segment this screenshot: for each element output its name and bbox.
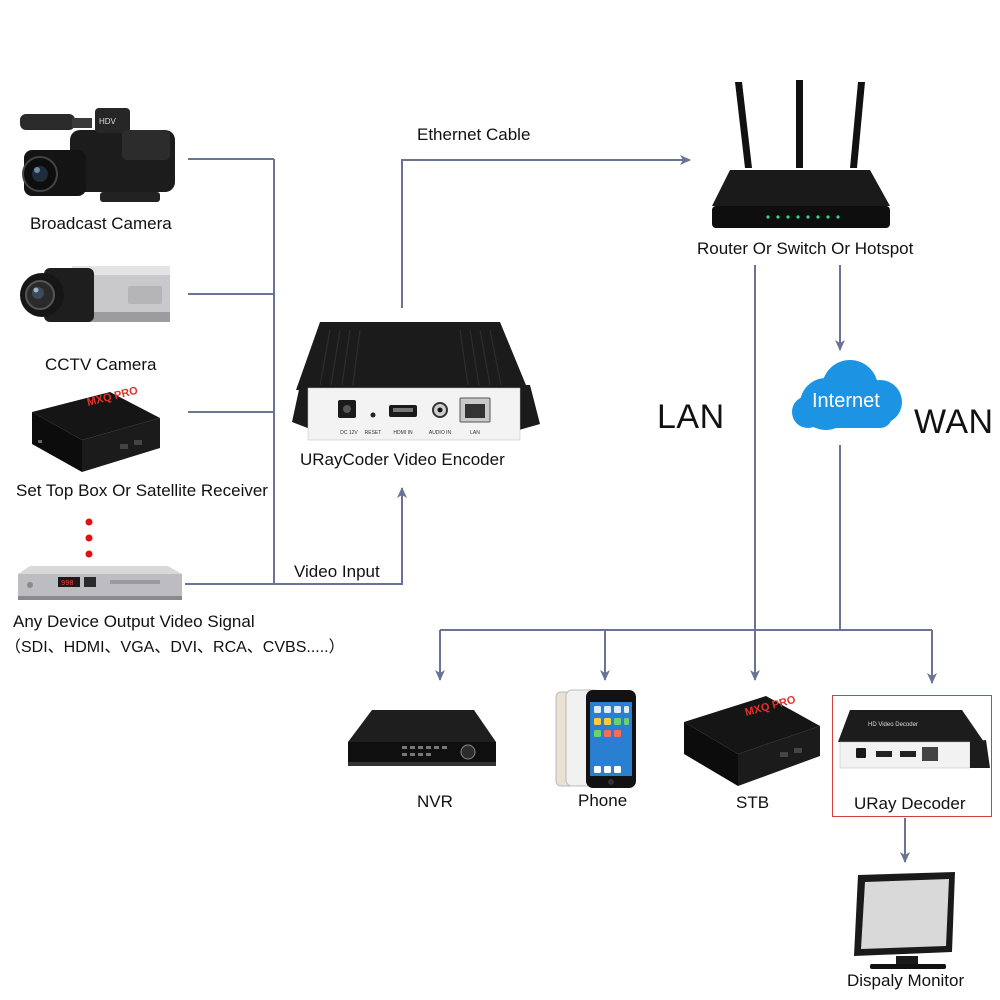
encoder-port-audio: AUDIO IN — [429, 430, 452, 436]
cctv-camera-icon — [20, 266, 170, 322]
connector-lines — [185, 155, 937, 863]
wan-label: WAN — [914, 403, 994, 441]
nvr-label: NVR — [417, 792, 453, 811]
decoder-highlight-frame — [832, 695, 992, 817]
any-device-label: Any Device Output Video Signal — [13, 612, 255, 631]
camera-badge-text: HDV — [99, 117, 117, 126]
any-device-formats-label: （SDI、HDMI、VGA、DVI、RCA、CVBS.....） — [5, 639, 345, 656]
decoder-device-icon: HD Video Decoder — [838, 710, 990, 769]
stb-label: STB — [736, 793, 770, 812]
cctv-camera-label: CCTV Camera — [45, 355, 157, 374]
encoder-port-dc: DC 12V — [340, 430, 358, 436]
stb-icon: MXQ PRO — [684, 694, 820, 786]
phone-icon — [555, 689, 636, 788]
video-input-label: Video Input — [294, 562, 380, 581]
nvr-icon — [348, 710, 496, 766]
video-input-line — [274, 487, 407, 585]
set-top-box-label: Set Top Box Or Satellite Receiver — [16, 481, 268, 500]
internet-cloud-icon — [792, 360, 902, 430]
monitor-label: Dispaly Monitor — [847, 971, 965, 990]
encoder-port-lan: LAN — [470, 430, 480, 436]
broadcast-camera-label: Broadcast Camera — [30, 214, 172, 233]
receiver-device-icon: 998 — [18, 566, 182, 600]
encoder-port-hdmi: HDMI IN — [393, 430, 413, 436]
router-label: Router Or Switch Or Hotspot — [697, 239, 914, 258]
ethernet-cable-line — [401, 155, 691, 308]
phone-label: Phone — [578, 791, 628, 810]
decoder-top-text: HD Video Decoder — [868, 722, 918, 728]
ethernet-cable-label: Ethernet Cable — [417, 125, 531, 144]
internet-label: Internet — [812, 390, 880, 412]
encoder-port-reset: RESET — [365, 430, 382, 436]
set-top-box-icon: MXQ PRO — [32, 385, 160, 472]
more-devices-dots — [85, 518, 93, 558]
router-icon — [712, 80, 890, 228]
broadcast-camera-icon: HDV — [20, 108, 175, 202]
encoder-label: URayCoder Video Encoder — [300, 450, 505, 469]
video-encoder-icon: DC 12V RESET HDMI IN AUDIO IN LAN — [292, 322, 540, 441]
lan-label: LAN — [657, 398, 725, 436]
decoder-label: URay Decoder — [854, 794, 966, 813]
receiver-display-text: 998 — [61, 580, 74, 588]
monitor-icon — [854, 872, 955, 969]
